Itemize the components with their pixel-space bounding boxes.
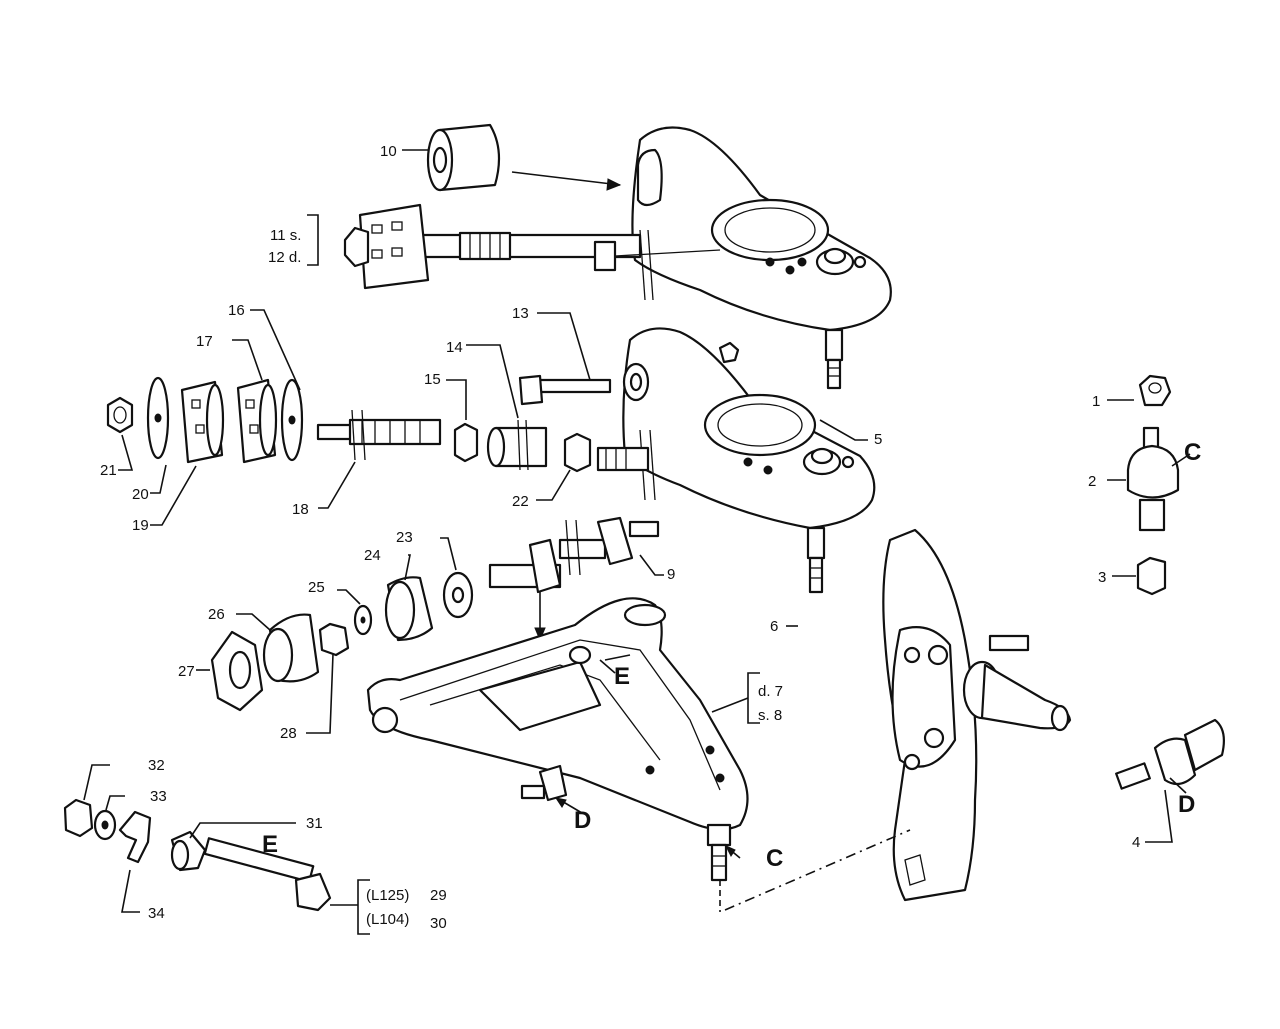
callout-16: 16 [228,302,245,319]
callout-29: 29 [430,887,447,904]
callout-34: 34 [148,905,165,922]
callout-32: 32 [148,757,165,774]
callout-28: 28 [280,725,297,742]
callout-14: 14 [446,339,463,356]
callout-21: 21 [100,462,117,479]
lower-control-arm [366,597,749,882]
callout-23: 23 [396,529,413,546]
callout-22: 22 [512,493,529,510]
callout-26: 26 [208,606,225,623]
callout-30-code: (L104) [366,911,409,928]
lower-shaft-9-and-parts [210,516,660,712]
callout-10: 10 [380,143,397,160]
ball-joint-assembly [1115,374,1225,790]
callout-29-code: (L125) [366,887,409,904]
upper-control-arm-top [631,126,892,390]
view-letter-c-arm: C [766,845,783,872]
callout-labels: 10 11 s. 12 d. 16 13 17 14 15 1 5 2 21 2… [100,143,1201,932]
pivot-bolt-hardware [63,798,332,912]
view-letter-d-pin: D [1178,791,1195,818]
callout-20: 20 [132,486,149,503]
callout-8: s. 8 [758,707,782,724]
callout-27: 27 [178,663,195,680]
callout-2: 2 [1088,473,1096,490]
callout-31: 31 [306,815,323,832]
parts-row-13-22 [106,374,650,473]
view-letter-e-bolt: E [262,831,278,858]
callout-3: 3 [1098,569,1106,586]
callout-1: 1 [1092,393,1100,410]
callout-17: 17 [196,333,213,350]
view-letter-d-arm: D [574,807,591,834]
callout-25: 25 [308,579,325,596]
callout-18: 18 [292,501,309,518]
bushing-10 [426,123,622,192]
callout-11: 11 s. [270,227,301,244]
callout-19: 19 [132,517,149,534]
view-letter-e-arm: E [614,663,630,690]
callout-33: 33 [150,788,167,805]
callout-24: 24 [364,547,381,564]
steering-knuckle [719,528,1072,912]
leader-lines [83,149,1191,935]
callout-30: 30 [430,915,447,932]
callout-9: 9 [667,566,675,583]
callout-5: 5 [874,431,882,448]
callout-7: d. 7 [758,683,783,700]
callout-6: 6 [770,618,778,635]
strut-rod-11-12 [343,203,721,301]
view-letter-c-joint: C [1184,439,1201,466]
callout-12: 12 d. [268,249,301,266]
callout-4: 4 [1132,834,1140,851]
callout-13: 13 [512,305,529,322]
callout-15: 15 [424,371,441,388]
